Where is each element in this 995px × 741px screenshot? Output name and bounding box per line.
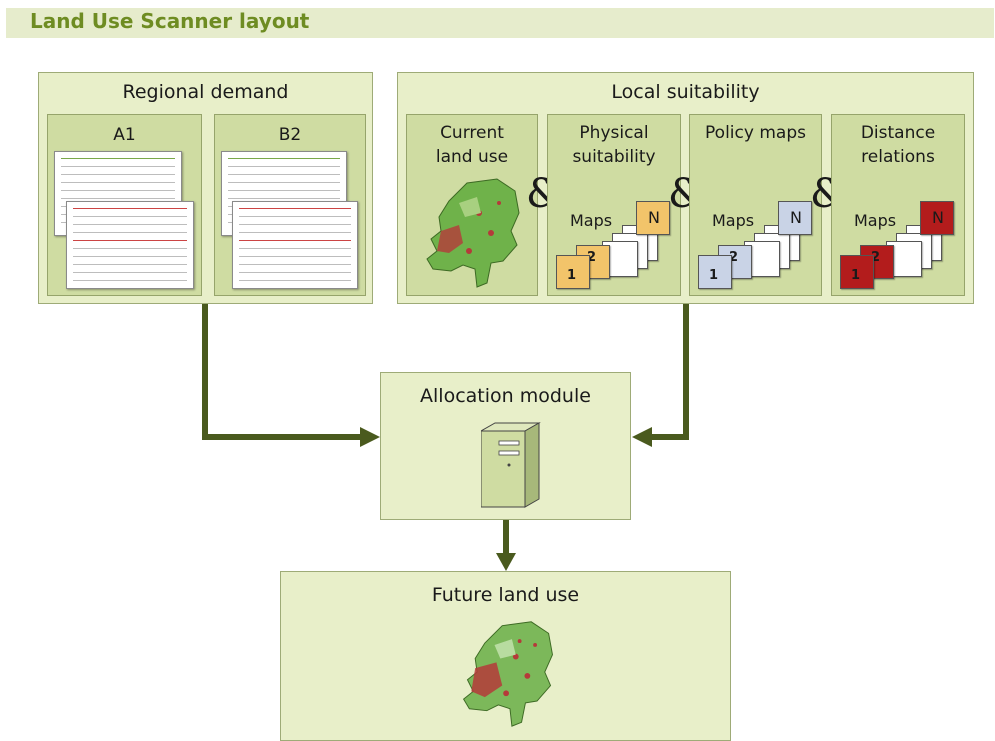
netherlands-map-icon [426, 178, 520, 288]
policy-maps-title: Policy maps [705, 123, 806, 143]
regional-demand-panel: Regional demand A1 B2 [38, 72, 373, 304]
policy-map-card-1: 1 [698, 255, 732, 289]
distance-map-card-1: 1 [840, 255, 874, 289]
physical-map-card-1: 1 [556, 255, 590, 289]
scenario-b2-box: B2 [214, 114, 366, 296]
distance-relations-title-line2: relations [861, 147, 935, 167]
future-land-use-panel: Future land use [280, 571, 731, 741]
spreadsheet-front [232, 201, 358, 289]
local-suitability-title: Local suitability [611, 81, 760, 103]
policy-map-card-n: N [778, 201, 812, 235]
physical-map-card-n: N [636, 201, 670, 235]
policy-maps-box: Policy maps Maps N 2 1 [689, 114, 822, 296]
regional-demand-title: Regional demand [122, 81, 289, 103]
physical-suitability-title-line2: suitability [572, 147, 656, 167]
distance-relations-title-line1: Distance [860, 123, 936, 143]
physical-suitability-title-line1: Physical [579, 123, 649, 143]
physical-suitability-box: Physical suitability Maps N 2 1 [547, 114, 681, 296]
distance-relations-box: Distance relations Maps N 2 1 [831, 114, 965, 296]
spreadsheet-front [66, 201, 194, 289]
netherlands-map-icon [462, 621, 553, 727]
header-band [6, 8, 994, 38]
computer-tower-icon [481, 422, 541, 508]
current-land-use-title-line1: Current [440, 123, 504, 143]
scenario-a1-label: A1 [113, 125, 136, 145]
allocation-module-panel: Allocation module [380, 372, 631, 520]
distance-maps-label: Maps [854, 211, 897, 230]
future-land-use-title: Future land use [431, 584, 580, 606]
scenario-b2-label: B2 [278, 125, 302, 145]
current-land-use-title-line2: land use [435, 147, 509, 167]
current-land-use-box: Current land use [406, 114, 538, 296]
physical-maps-label: Maps [570, 211, 613, 230]
distance-map-card-n: N [920, 201, 954, 235]
scenario-a1-box: A1 [47, 114, 202, 296]
allocation-module-title: Allocation module [420, 385, 591, 407]
local-suitability-panel: Local suitability Current land use & Phy… [397, 72, 974, 304]
policy-maps-label: Maps [712, 211, 755, 230]
page-title: Land Use Scanner layout [30, 9, 310, 33]
